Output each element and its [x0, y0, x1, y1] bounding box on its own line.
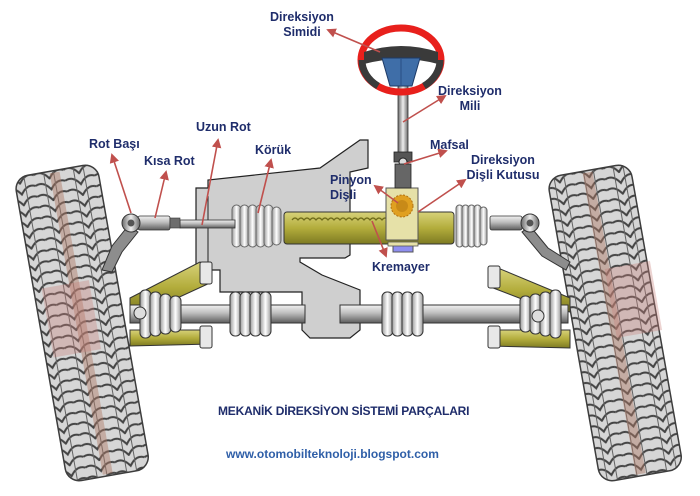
label-rack: Kremayer	[372, 260, 430, 274]
label-steering-gearbox: Direksiyon Dişli Kutusu	[466, 153, 540, 182]
arrow-steering-shaft	[402, 94, 447, 123]
right-inner-cv-boot	[381, 291, 424, 337]
rack-housing	[283, 211, 455, 245]
right-tie-rod-end	[520, 213, 540, 233]
label-steering-shaft: Direksiyon Mili	[438, 84, 502, 113]
label-steering-wheel: Direksiyon Simidi	[270, 10, 334, 39]
left-short-tie-rod	[137, 215, 171, 231]
left-inner-cv-boot	[229, 291, 272, 337]
arrow-universal-joint	[403, 148, 448, 165]
label-bellows-boot: Körük	[255, 143, 292, 157]
label-pinion-gear: Pinyon Dişli	[330, 173, 372, 202]
left-bellows-boot	[231, 204, 282, 248]
website-link[interactable]: www.otomobilteknoloji.blogspot.com	[226, 447, 439, 461]
label-long-tie-rod: Uzun Rot	[196, 120, 251, 134]
right-bellows-boot	[455, 204, 488, 248]
rack-teeth	[291, 217, 401, 221]
right-outer-cv-boot	[519, 289, 562, 339]
engine-block	[195, 139, 369, 339]
pinion-gear	[390, 194, 414, 218]
right-short-tie-rod	[489, 215, 523, 231]
arrow-bellows-boot	[257, 158, 274, 214]
arrow-short-tie-rod	[154, 170, 169, 219]
left-wheel	[15, 164, 149, 482]
arrow-long-tie-rod	[201, 138, 222, 226]
arrow-tie-rod-end	[109, 153, 132, 214]
arrow-steering-wheel	[326, 28, 381, 53]
label-tie-rod-end: Rot Başı	[89, 137, 140, 151]
universal-joint	[393, 151, 413, 189]
arrow-pinion-gear	[373, 184, 399, 204]
left-tie-rod-end	[121, 213, 141, 233]
left-long-tie-rod	[179, 219, 236, 229]
diagram-title: MEKANİK DİREKSİYON SİSTEMİ PARÇALARI	[218, 404, 470, 418]
right-wheel	[548, 164, 682, 482]
left-steering-arm	[101, 225, 139, 273]
arrow-steering-gearbox	[417, 178, 467, 213]
steering-wheel	[357, 24, 445, 96]
right-steering-arm	[521, 225, 571, 271]
label-universal-joint: Mafsal	[430, 138, 469, 152]
label-short-tie-rod: Kısa Rot	[144, 154, 195, 168]
arrow-rack	[371, 220, 388, 258]
